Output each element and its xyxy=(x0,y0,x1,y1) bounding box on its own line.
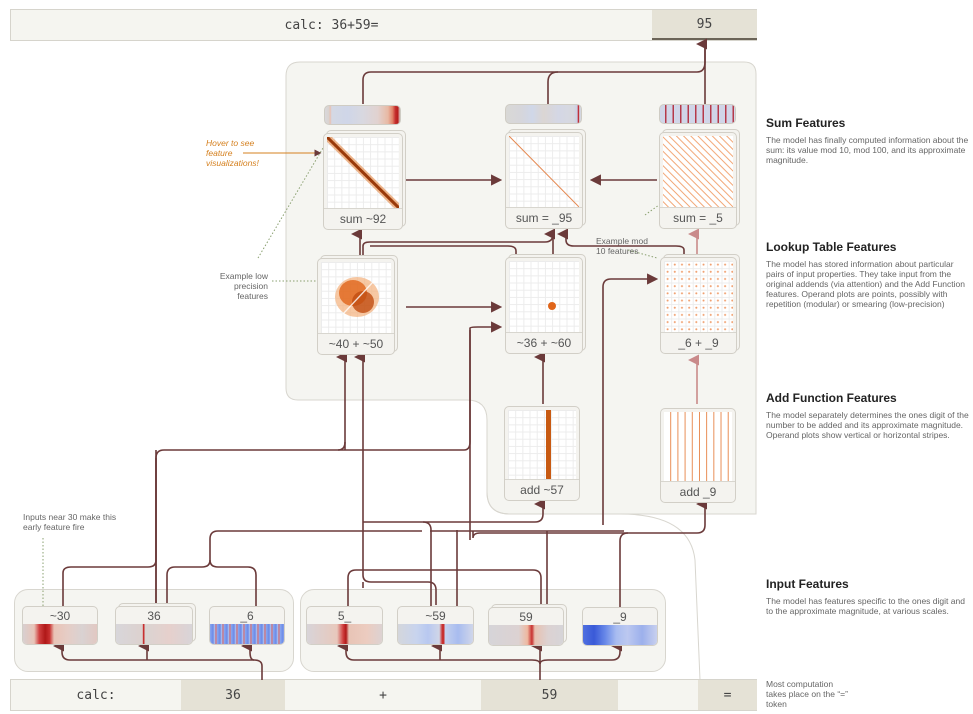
feature-strip xyxy=(489,625,563,645)
vertical-band xyxy=(546,410,551,479)
token-text: + xyxy=(379,687,387,703)
blob-plot xyxy=(335,277,379,317)
sum-feature-strip-mod10[interactable] xyxy=(659,104,736,124)
feature-plot xyxy=(509,136,579,207)
feature-card-sum-95[interactable]: sum = _95 xyxy=(505,132,583,229)
section-text-add: The model separately determines the ones… xyxy=(766,410,969,440)
token-equals[interactable]: = xyxy=(698,680,757,710)
feature-label: ~36 + ~60 xyxy=(506,332,582,353)
answer-token[interactable]: 95 xyxy=(652,10,757,40)
feature-strip xyxy=(583,625,657,645)
token-plus[interactable]: + xyxy=(285,680,481,710)
prompt-token[interactable]: calc: 36+59= xyxy=(11,10,652,40)
feature-label: sum ~92 xyxy=(324,208,402,229)
answer-text: 95 xyxy=(696,16,713,32)
feature-plot xyxy=(327,137,399,208)
token-text: = xyxy=(723,687,732,703)
token-text: 59 xyxy=(541,687,558,703)
feature-label: add ~57 xyxy=(505,479,579,500)
input-feature-59[interactable]: 59 xyxy=(488,607,564,646)
feature-plot xyxy=(664,261,733,332)
input-feature-approx-30[interactable]: ~30 xyxy=(22,606,98,645)
feature-card-sum-approx-92[interactable]: sum ~92 xyxy=(323,133,403,230)
feature-plot xyxy=(321,262,391,333)
token-text: calc: xyxy=(76,687,116,703)
thin-diagonal-plot xyxy=(509,136,579,207)
feature-card-lookup-36-60[interactable]: ~36 + ~60 xyxy=(505,257,583,354)
feature-card-lookup-40-50[interactable]: ~40 + ~50 xyxy=(317,258,395,355)
inputs-near-30-annotation: Inputs near 30 make this early feature f… xyxy=(23,512,117,532)
feature-label: add _9 xyxy=(661,481,735,502)
feature-strip xyxy=(398,624,473,644)
section-title-sum: Sum Features xyxy=(766,116,846,130)
input-feature-ones-6[interactable]: _6 xyxy=(209,606,285,645)
feature-label: sum = _95 xyxy=(506,207,582,228)
token-blank[interactable] xyxy=(618,680,698,710)
input-feature-approx-59[interactable]: ~59 xyxy=(397,606,474,645)
feature-card-sum-5[interactable]: sum = _5 xyxy=(659,132,737,229)
feature-label: sum = _5 xyxy=(660,207,736,228)
point-plot xyxy=(548,302,556,310)
sum-feature-strip-magnitude[interactable] xyxy=(324,105,401,125)
input-feature-ones-9[interactable]: _9 xyxy=(582,607,658,646)
section-title-input: Input Features xyxy=(766,577,849,591)
section-text-lookup: The model has stored information about p… xyxy=(766,259,965,309)
feature-card-add-57[interactable]: add ~57 xyxy=(504,406,580,501)
input-feature-36[interactable]: 36 xyxy=(115,606,193,645)
section-title-lookup: Lookup Table Features xyxy=(766,240,897,254)
section-text-input: The model has features specific to the o… xyxy=(766,596,965,616)
prompt-text: calc: 36+59= xyxy=(284,17,379,33)
hover-annotation: Hover to see feature visualizations! xyxy=(206,138,259,168)
thick-diagonal-plot xyxy=(327,137,399,208)
feature-card-lookup-6-9[interactable]: _6 + _9 xyxy=(660,257,737,354)
mod10-annotation: Example mod 10 features xyxy=(596,236,648,256)
feature-plot xyxy=(508,410,576,479)
token-59[interactable]: 59 xyxy=(481,680,618,710)
input-feature-tens-5[interactable]: 5_ xyxy=(306,606,383,645)
feature-card-add-9[interactable]: add _9 xyxy=(660,408,736,503)
input-token-bar: calc: 36 + 59 = xyxy=(10,679,757,711)
section-title-add: Add Function Features xyxy=(766,391,897,405)
token-36[interactable]: 36 xyxy=(181,680,285,710)
output-token-bar: calc: 36+59= 95 xyxy=(10,9,757,41)
equals-token-annotation: Most computation takes place on the “=” … xyxy=(766,679,848,709)
feature-strip xyxy=(116,624,192,644)
feature-label: _6 + _9 xyxy=(661,332,736,353)
section-text-sum: The model has finally computed informati… xyxy=(766,135,969,165)
feature-plot xyxy=(664,412,732,481)
token-calc[interactable]: calc: xyxy=(11,680,181,710)
feature-plot xyxy=(663,136,733,207)
feature-plot xyxy=(509,261,579,332)
feature-strip xyxy=(307,624,382,644)
feature-label: ~40 + ~50 xyxy=(318,333,394,354)
sum-feature-strip-mod100[interactable] xyxy=(505,104,582,124)
feature-strip xyxy=(210,624,284,644)
low-precision-annotation: Example low precision features xyxy=(219,271,268,301)
feature-strip xyxy=(23,624,97,644)
token-text: 36 xyxy=(225,687,241,703)
